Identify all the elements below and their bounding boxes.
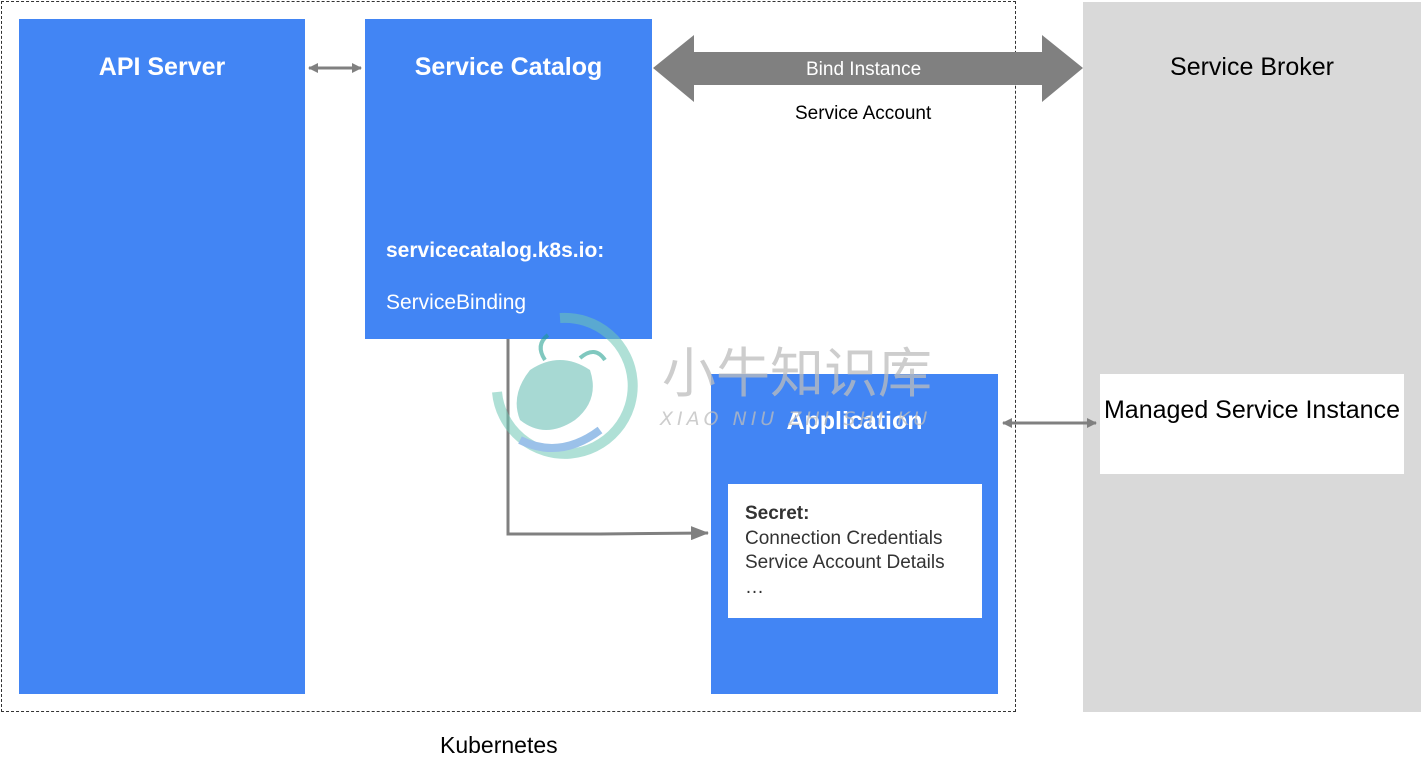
service-catalog-box: Service Catalog servicecatalog.k8s.io: S…: [365, 19, 652, 339]
service-catalog-title: Service Catalog: [414, 53, 603, 81]
service-account-label: Service Account: [795, 103, 932, 124]
kubernetes-boundary: [1, 1, 1016, 712]
api-server-box: API Server: [19, 19, 305, 694]
service-broker-box: Service Broker: [1083, 2, 1421, 712]
managed-service-instance-label: Managed Service Instance: [1103, 396, 1400, 424]
watermark-cn: 小牛知识库: [662, 342, 932, 405]
secret-title: Secret:: [745, 503, 810, 524]
service-binding-label: ServiceBinding: [386, 291, 527, 314]
binding-to-app-arrow: [506, 339, 709, 541]
service-broker-title: Service Broker: [1170, 53, 1334, 81]
application-title: Application: [786, 407, 923, 435]
api-server-title: API Server: [98, 53, 226, 81]
secret-line: Service Account Details: [745, 552, 945, 573]
kubernetes-label: Kubernetes: [440, 732, 558, 758]
api-group-label: servicecatalog.k8s.io:: [386, 239, 605, 262]
secret-line: …: [745, 576, 764, 598]
bind-instance-arrow: [653, 35, 1083, 102]
bind-instance-label: Bind Instance: [806, 59, 922, 80]
secret-box: Secret: Connection Credentials Service A…: [728, 484, 982, 618]
watermark-en: XIAO NIU ZHI SHI KU: [659, 408, 931, 430]
watermark-logo-icon: [492, 312, 638, 459]
secret-line: Connection Credentials: [745, 527, 943, 549]
managed-service-instance-box: Managed Service Instance: [1100, 374, 1404, 474]
